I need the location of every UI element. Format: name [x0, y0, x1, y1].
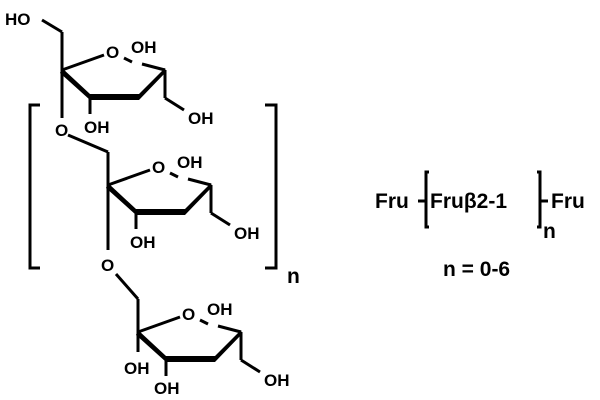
ring-oxygen-label: O — [182, 305, 195, 324]
glycosidic-oxygen-label: O — [55, 121, 68, 140]
c2-oh-label: OH — [124, 359, 150, 378]
formula-repeat: Fruβ2-1 — [430, 190, 507, 213]
anomeric-oh-label: OH — [207, 300, 233, 319]
formula-n-label: n — [543, 220, 556, 243]
c3-oh-label: OH — [154, 379, 180, 398]
ring-oxygen-label: O — [152, 158, 165, 177]
fructose-unit-top: HO O OH OH OH O — [5, 10, 214, 140]
fructose-unit-bottom: O OH OH OH OH — [114, 273, 290, 398]
formula-right-bracket — [537, 170, 542, 229]
c3-oh-label: OH — [130, 233, 156, 252]
formula-right-fru: Fru — [551, 190, 585, 213]
ring-oxygen-label: O — [106, 43, 119, 62]
condensed-formula: Fru Fruβ2-1 Fru n n = 0-6 — [375, 170, 585, 281]
anomeric-oh-label: OH — [177, 153, 203, 172]
c3-oh-label: OH — [84, 118, 110, 137]
formula-left-fru: Fru — [375, 190, 409, 213]
ho-label: HO — [5, 10, 31, 29]
repeat-n-label: n — [287, 265, 300, 288]
glycosidic-oxygen-label: O — [101, 256, 114, 275]
formula-left-bracket — [424, 170, 429, 229]
fructose-unit-repeat: O OH OH OH O — [67, 133, 260, 275]
anomeric-oh-label: OH — [131, 38, 157, 57]
ch2oh-label: OH — [234, 224, 260, 243]
left-repeat-bracket — [28, 103, 40, 270]
n-range-label: n = 0-6 — [443, 258, 510, 281]
right-repeat-bracket — [265, 103, 278, 270]
ch2oh-label: OH — [264, 371, 290, 390]
ch2oh-label: OH — [188, 109, 214, 128]
